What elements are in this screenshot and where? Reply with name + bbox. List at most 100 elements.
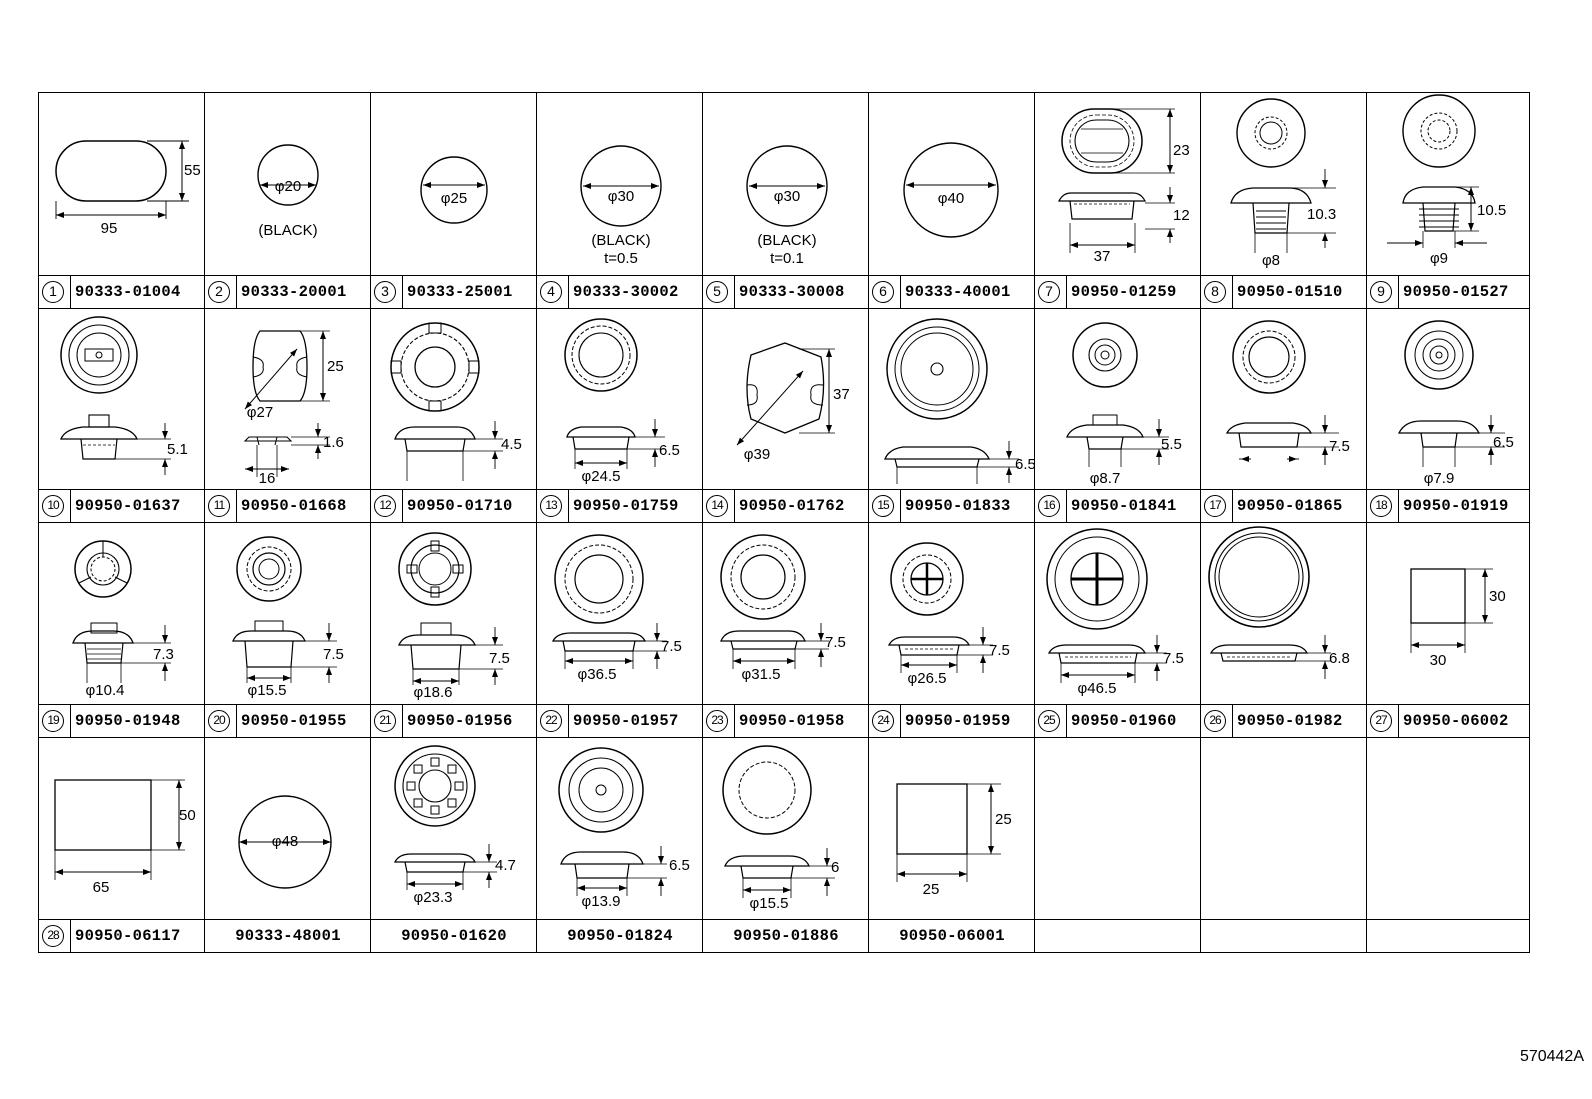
callout-number: 8: [1204, 281, 1226, 303]
part-number[interactable]: 90950-01620: [401, 927, 507, 945]
part-number[interactable]: 90950-01982: [1237, 712, 1343, 730]
dimension-label: 4.7: [495, 857, 516, 874]
part-number[interactable]: 90950-01865: [1237, 497, 1343, 515]
dimension-label: 65: [93, 879, 110, 896]
part-number[interactable]: 90950-01762: [739, 497, 845, 515]
part-number[interactable]: 90333-01004: [75, 283, 181, 301]
callout-number: 16: [1038, 495, 1060, 517]
part-number[interactable]: 90950-01886: [733, 927, 839, 945]
part-number[interactable]: 90950-01668: [241, 497, 347, 515]
part-caption: 90950-01824: [537, 919, 702, 952]
caption-divider: [236, 705, 237, 737]
part-number[interactable]: 90950-01833: [905, 497, 1011, 515]
dimension-label: φ7.9: [1424, 470, 1455, 487]
part-caption: 12 90950-01710: [371, 489, 536, 522]
caption-divider: [568, 276, 569, 308]
dimension-label: 5.1: [167, 441, 188, 458]
dimension-label: 10.3: [1307, 206, 1336, 223]
dimension-label: 25: [923, 881, 940, 898]
part-number[interactable]: 90950-01759: [573, 497, 679, 515]
part-diagram: φ40: [903, 142, 999, 238]
part-number[interactable]: 90333-48001: [235, 927, 341, 945]
part-number[interactable]: 90950-01637: [75, 497, 181, 515]
dimension-label: 7.5: [323, 646, 344, 663]
part-caption: 3 90333-25001: [371, 275, 536, 308]
document-id: 570442A: [1519, 1048, 1584, 1065]
part-number[interactable]: 90950-06001: [899, 927, 1005, 945]
part-diagram: φ48: [238, 795, 332, 889]
part-number[interactable]: 90950-01948: [75, 712, 181, 730]
part-drawing: φ48: [205, 738, 370, 919]
part-drawing: φ40: [869, 93, 1034, 275]
part-number[interactable]: 90950-01527: [1403, 283, 1509, 301]
part-number[interactable]: 90950-06002: [1403, 712, 1509, 730]
callout-number: 3: [374, 281, 396, 303]
part-caption: 10 90950-01637: [39, 489, 204, 522]
part-number[interactable]: 90950-01959: [905, 712, 1011, 730]
part-number[interactable]: 90950-01960: [1071, 712, 1177, 730]
callout-number: 10: [42, 495, 64, 517]
callout-number: 12: [374, 495, 396, 517]
part-number[interactable]: 90333-30002: [573, 283, 679, 301]
part-diagram: φ25: [420, 156, 488, 224]
dimension-label: (BLACK): [591, 232, 650, 249]
part-number[interactable]: 90950-01919: [1403, 497, 1509, 515]
caption-divider: [568, 490, 569, 522]
part-number[interactable]: 90333-30008: [739, 283, 845, 301]
part-number[interactable]: 90950-01957: [573, 712, 679, 730]
part-number[interactable]: 90950-01510: [1237, 283, 1343, 301]
part-cell: φ48 90333-48001: [204, 737, 370, 952]
dimension-label: φ40: [938, 190, 964, 207]
part-number[interactable]: 90950-01955: [241, 712, 347, 730]
part-number[interactable]: 90333-20001: [241, 283, 347, 301]
part-number[interactable]: 90950-01956: [407, 712, 513, 730]
dimension-label: 12: [1173, 207, 1190, 224]
dimension-label: 7.5: [1329, 438, 1350, 455]
callout-number: 14: [706, 495, 728, 517]
part-number[interactable]: 90950-01958: [739, 712, 845, 730]
part-number[interactable]: 90333-40001: [905, 283, 1011, 301]
dimension-label: φ30: [774, 188, 800, 205]
part-number[interactable]: 90950-01841: [1071, 497, 1177, 515]
caption-divider: [70, 920, 71, 952]
callout-number: 17: [1204, 495, 1226, 517]
dimension-label: φ27: [247, 404, 273, 421]
dimension-label: φ13.9: [582, 893, 621, 910]
part-cell: 6.5 φ13.9 90950-01824: [536, 737, 702, 952]
part-diagram: 6.5φ7.9: [1397, 320, 1514, 487]
dimension-label: 6.5: [669, 857, 690, 874]
part-number[interactable]: 90950-01824: [567, 927, 673, 945]
caption-divider: [1232, 490, 1233, 522]
part-number[interactable]: 90333-25001: [407, 283, 513, 301]
part-number[interactable]: 90950-01259: [1071, 283, 1177, 301]
part-number[interactable]: 90950-01710: [407, 497, 513, 515]
dimension-label: φ24.5: [582, 468, 621, 485]
callout-number: 19: [42, 710, 64, 732]
part-number[interactable]: 90950-06117: [75, 927, 181, 945]
